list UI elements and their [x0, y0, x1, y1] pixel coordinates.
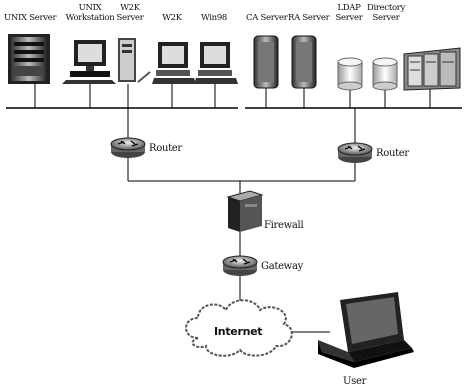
ra-server-icon	[292, 36, 316, 88]
gateway-label: Gateway	[261, 261, 303, 272]
ca-server-icon	[254, 36, 278, 88]
equipment-rack-icon	[404, 48, 460, 90]
firewall-label: Firewall	[264, 220, 303, 231]
router-left-label: Router	[149, 143, 182, 154]
user-label: User	[343, 376, 366, 387]
left-lan-bus	[6, 84, 238, 140]
unix-workstation-label-line2: Workstation	[64, 14, 116, 23]
firewall-icon	[228, 191, 262, 232]
win98-label: Win98	[198, 14, 230, 23]
unix-server-icon	[8, 34, 50, 84]
ldap-server-icon	[338, 58, 362, 90]
ra-server-label: RA Server	[288, 14, 324, 23]
w2k-server-label-line1: W2K	[118, 4, 142, 13]
router-right-icon	[338, 143, 372, 163]
directory-server-icon	[373, 58, 397, 90]
gateway-icon	[223, 256, 257, 276]
router-right-label: Router	[376, 148, 409, 159]
ldap-server-label-line1: LDAP	[334, 4, 364, 13]
w2k-label: W2K	[158, 14, 186, 23]
internet-label: Internet	[214, 326, 262, 337]
right-lan-bus	[245, 88, 462, 145]
router-left-icon	[111, 138, 145, 158]
directory-server-label-line2: Server	[368, 14, 404, 23]
unix-workstation-label-line1: UNIX	[74, 4, 106, 13]
user-laptop-icon	[318, 292, 414, 368]
ca-server-label: CA Server	[246, 14, 284, 23]
directory-server-label-line1: Directory	[366, 4, 406, 13]
unix-workstation-icon	[62, 40, 116, 84]
w2k-server-icon	[118, 38, 150, 82]
win98-workstation-icon	[194, 42, 238, 84]
ldap-server-label-line2: Server	[334, 14, 364, 23]
w2k-workstation-icon	[152, 42, 196, 84]
unix-server-label: UNIX Server	[4, 14, 56, 23]
w2k-server-label-line2: Server	[116, 14, 144, 23]
